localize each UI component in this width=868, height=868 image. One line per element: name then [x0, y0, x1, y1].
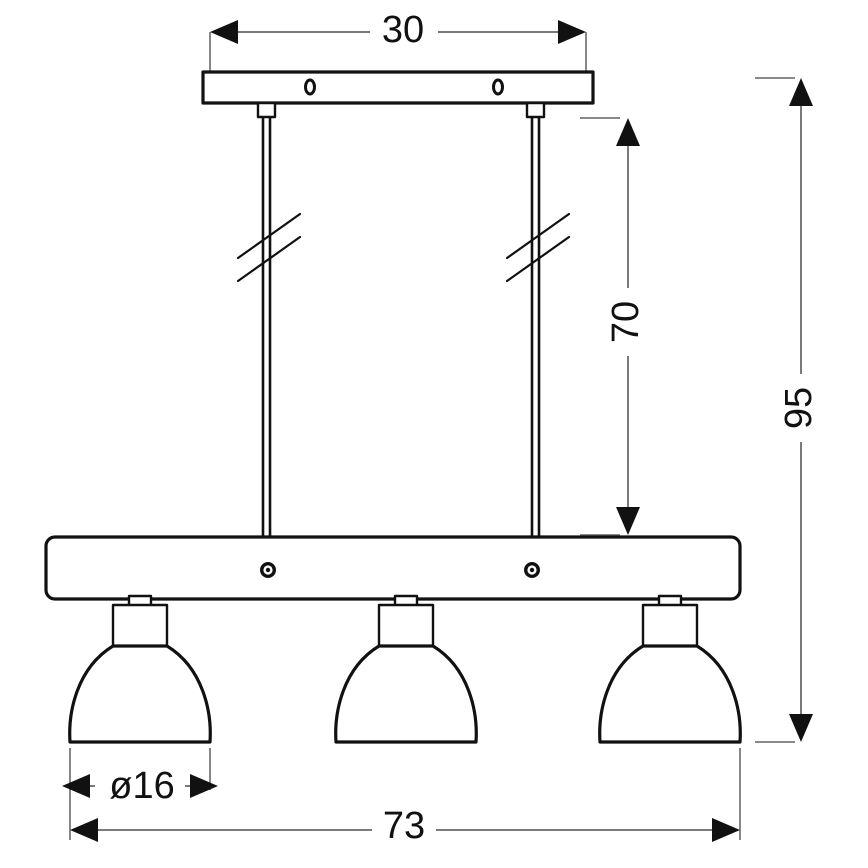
- rod-connector-right: [525, 101, 546, 119]
- arrow-left-icon: [210, 20, 238, 44]
- arrow-up-icon: [789, 78, 813, 106]
- arrow-left-icon: [70, 818, 98, 842]
- arrow-right-icon: [558, 20, 586, 44]
- rod-connector-left: [256, 101, 277, 119]
- arrow-down-icon: [616, 507, 640, 535]
- shade-neck-right: [641, 603, 699, 649]
- dimension-bar-length: 73: [70, 748, 741, 847]
- mount-hole-left-icon: [304, 78, 316, 96]
- lamp-shade-right: [598, 594, 742, 744]
- lamp-shade-center: [334, 594, 478, 744]
- lamp-shade-left: [68, 594, 212, 744]
- shade-neck-left: [111, 603, 169, 649]
- shade-dome-center: [334, 644, 478, 744]
- dimension-total-height: 95: [755, 77, 820, 743]
- arrow-down-icon: [789, 714, 813, 742]
- arrow-up-icon: [616, 118, 640, 146]
- arrow-left-icon: [62, 774, 90, 798]
- mount-hole-right-icon: [492, 78, 504, 96]
- bar-screw-left-icon: [260, 562, 276, 578]
- dimension-label-drop-height: 70: [605, 301, 647, 343]
- ceiling-plate-body: [201, 70, 595, 105]
- arrow-right-icon: [190, 774, 218, 798]
- dimension-label-bar-length: 73: [383, 805, 425, 847]
- dimension-drop-height: 70: [580, 117, 647, 536]
- dimension-shade-diameter: ø16: [62, 748, 218, 840]
- dimension-canopy-width: 30: [209, 9, 587, 72]
- suspension-rod-right: [505, 101, 571, 537]
- ceiling-mount-plate: [201, 70, 595, 105]
- dimension-label-total-height: 95: [778, 387, 820, 429]
- shade-dome-right: [598, 644, 742, 744]
- dimension-label-canopy-width: 30: [382, 9, 424, 51]
- main-bar-body: [44, 535, 742, 601]
- break-mark-right-b-icon: [505, 235, 571, 283]
- shade-dome-left: [68, 644, 212, 744]
- dimension-label-shade-diameter: ø16: [109, 765, 174, 807]
- break-mark-left-a-icon: [236, 212, 302, 260]
- main-mounting-bar: [44, 535, 742, 601]
- suspension-rod-left: [236, 101, 302, 537]
- break-mark-left-b-icon: [236, 235, 302, 283]
- arrow-right-icon: [712, 818, 740, 842]
- shade-neck-center: [377, 603, 435, 649]
- bar-screw-right-icon: [524, 562, 540, 578]
- break-mark-right-a-icon: [505, 212, 571, 260]
